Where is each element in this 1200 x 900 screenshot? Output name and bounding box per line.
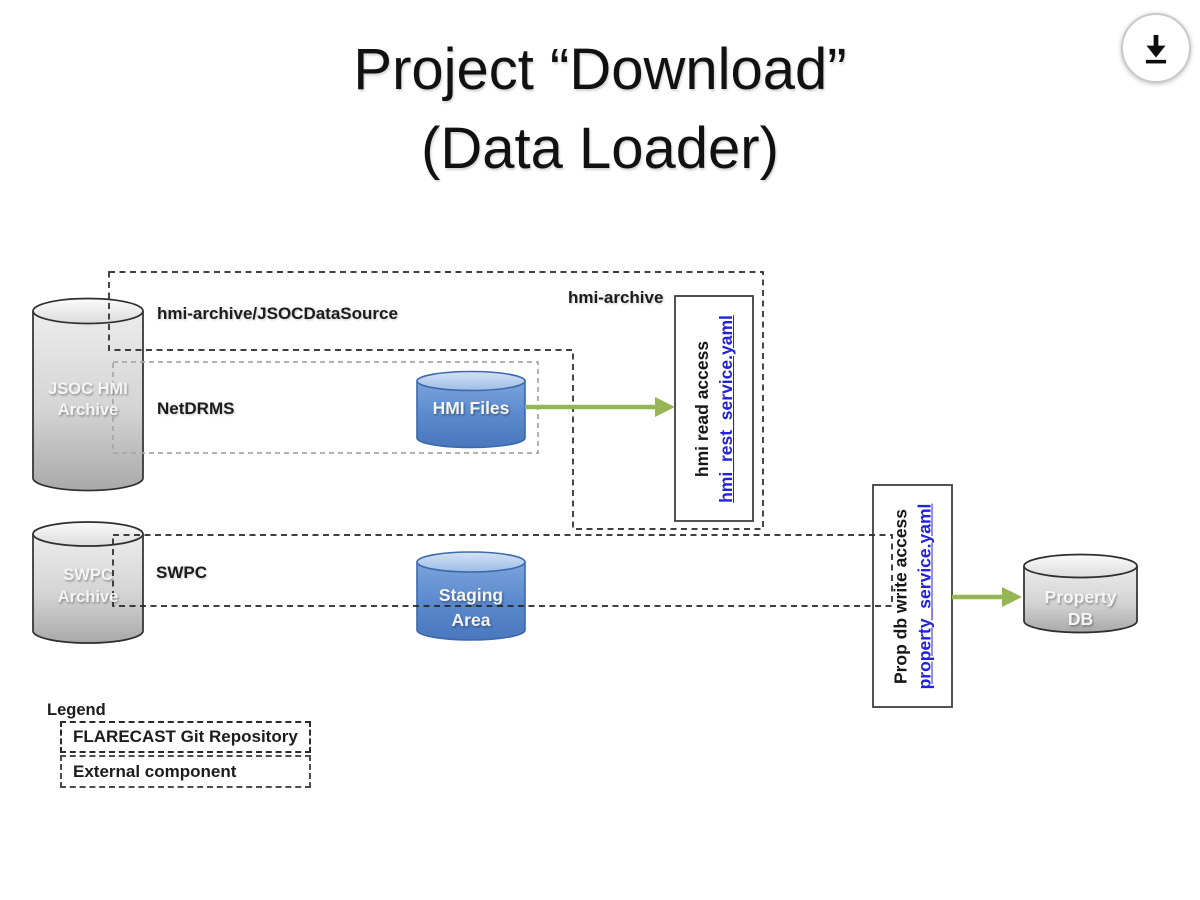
hmi-rest-service-yaml-link[interactable]: hmi_rest_service.yaml bbox=[716, 315, 736, 503]
hmi-files-cylinder[interactable] bbox=[416, 370, 526, 449]
prop-db-write-access-title: Prop db write access bbox=[890, 508, 910, 685]
legend-external-label: External component bbox=[73, 761, 237, 781]
legend-item-git-repository: FLARECAST Git Repository bbox=[60, 721, 311, 753]
slide-title-line1: Project “Download” bbox=[353, 37, 847, 102]
jsoc-hmi-archive-cylinder[interactable] bbox=[32, 297, 144, 492]
slide-title: Project “Download” (Data Loader) bbox=[0, 30, 1200, 188]
label-netdrms: NetDRMS bbox=[157, 399, 235, 418]
staging-caption-line2: Area bbox=[451, 610, 491, 630]
jsoc-caption-line1: JSOC HMI bbox=[48, 380, 128, 398]
property-service-yaml-link[interactable]: property_service.yaml bbox=[914, 503, 934, 690]
jsoc-cylinder-caption: JSOC HMI Archive bbox=[33, 379, 143, 421]
staging-area-cylinder[interactable] bbox=[416, 551, 526, 641]
swpc-cylinder-caption: SWPC Archive bbox=[33, 564, 143, 608]
property-db-cylinder[interactable] bbox=[1023, 553, 1138, 634]
label-hmi-archive: hmi-archive bbox=[568, 288, 664, 307]
hmi-files-to-service-arrow bbox=[525, 397, 675, 417]
property-db-caption-line2: DB bbox=[1067, 609, 1094, 629]
legend-title: Legend bbox=[47, 701, 106, 719]
hmi-read-access-title: hmi read access bbox=[692, 340, 712, 478]
jsoc-caption-line2: Archive bbox=[57, 401, 119, 419]
swpc-archive-cylinder[interactable] bbox=[32, 521, 144, 644]
swpc-caption-line2: Archive bbox=[57, 588, 119, 606]
prop-db-write-access-text: Prop db write access property_service.ya… bbox=[873, 486, 952, 708]
download-button[interactable] bbox=[1121, 13, 1191, 83]
staging-area-caption: Staging Area bbox=[417, 583, 525, 633]
swpc-caption-line1: SWPC bbox=[63, 566, 113, 584]
slide-title-line2: (Data Loader) bbox=[421, 116, 779, 181]
label-jsoc-datasource: hmi-archive/JSOCDataSource bbox=[157, 304, 398, 323]
legend-git-label: FLARECAST Git Repository bbox=[73, 727, 298, 746]
hmi-files-caption: HMI Files bbox=[432, 398, 510, 418]
service-to-property-db-arrow bbox=[952, 587, 1022, 607]
staging-caption-line1: Staging bbox=[438, 585, 504, 605]
hmi-archive-dashed-region bbox=[108, 271, 764, 530]
hmi-read-access-box bbox=[674, 295, 754, 522]
download-icon bbox=[1145, 34, 1167, 64]
property-db-caption-line1: Property bbox=[1044, 587, 1117, 607]
swpc-dashed-region bbox=[112, 534, 893, 607]
label-swpc: SWPC bbox=[156, 563, 207, 582]
hmi-read-access-text: hmi read access hmi_rest_service.yaml bbox=[675, 296, 753, 522]
property-db-caption: Property DB bbox=[1024, 586, 1137, 630]
prop-db-write-access-box bbox=[872, 484, 953, 708]
legend-item-external-component: External component bbox=[60, 755, 311, 788]
